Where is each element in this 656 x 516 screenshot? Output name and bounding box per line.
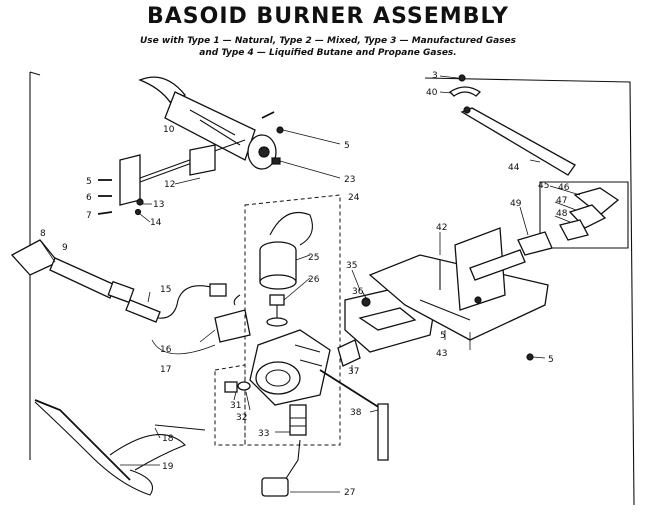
part-burner-tube-10 — [138, 76, 277, 170]
callout-32: 32 — [236, 413, 247, 423]
callout-9: 9 — [62, 243, 68, 253]
part-canister-25 — [259, 211, 313, 290]
part-screws-burner — [261, 111, 341, 179]
callout-36: 36 — [352, 287, 364, 297]
part-rod-38 — [319, 369, 389, 461]
callout-10: 10 — [163, 125, 175, 135]
part-control-rod-9 — [10, 239, 135, 304]
callout-45: 45 — [538, 181, 549, 191]
callout-labels: 3 40 5 10 23 12 5 6 13 7 14 8 9 24 25 26… — [40, 71, 570, 498]
callout-5c: 5 — [440, 331, 446, 341]
callout-40: 40 — [426, 88, 438, 98]
callout-43: 43 — [436, 349, 447, 359]
callout-25: 25 — [308, 253, 319, 263]
callout-6: 6 — [86, 193, 92, 203]
part-connecting-pipe — [469, 249, 526, 281]
diagram-subtitle-line1: Use with Type 1 — Natural, Type 2 — Mixe… — [139, 36, 516, 46]
callout-17: 17 — [160, 365, 171, 375]
part-valve-body — [249, 329, 331, 406]
callout-14: 14 — [150, 218, 162, 228]
callout-3: 3 — [432, 71, 438, 81]
part-clip-40 — [439, 74, 482, 97]
callout-18: 18 — [162, 434, 174, 444]
callout-5d: 5 — [548, 355, 554, 365]
callout-8: 8 — [40, 229, 46, 239]
part-enclosure-24 — [214, 194, 341, 446]
callout-16: 16 — [160, 345, 172, 355]
callout-5b: 5 — [86, 177, 92, 187]
callout-12: 12 — [164, 180, 175, 190]
callout-24: 24 — [348, 193, 360, 203]
callout-48: 48 — [556, 209, 568, 219]
diagram-subtitle-line2: and Type 4 — Liquified Butane and Propan… — [199, 48, 457, 58]
part-elbow-37 — [337, 339, 361, 372]
callout-44: 44 — [508, 163, 520, 173]
callout-46: 46 — [558, 183, 570, 193]
callout-19: 19 — [162, 462, 174, 472]
callout-26: 26 — [308, 275, 320, 285]
part-thermocouple-19 — [34, 399, 206, 496]
part-thermocouple-lead-27 — [261, 439, 340, 497]
callout-15: 15 — [160, 285, 171, 295]
callout-47: 47 — [556, 196, 567, 206]
part-fitting-26 — [266, 277, 311, 327]
callout-37: 37 — [348, 367, 359, 377]
part-plug-33 — [275, 404, 307, 436]
callout-35: 35 — [346, 261, 357, 271]
callout-42: 42 — [436, 223, 447, 233]
diagram-title: BASOID BURNER ASSEMBLY — [146, 4, 509, 29]
callout-33: 33 — [258, 429, 269, 439]
part-bracket-12 — [119, 139, 246, 206]
callout-7: 7 — [86, 211, 92, 221]
part-small-screws-left — [97, 179, 152, 223]
callout-13: 13 — [153, 200, 164, 210]
callout-27: 27 — [344, 488, 355, 498]
part-pilot-tubing-17 — [125, 283, 227, 323]
callout-38: 38 — [350, 408, 362, 418]
callout-23: 23 — [344, 175, 355, 185]
part-burner-tube-44 — [460, 106, 576, 176]
part-screw-plate-5 — [444, 330, 546, 361]
part-fittings-31-32 — [224, 381, 251, 411]
callout-49: 49 — [510, 199, 522, 209]
callout-5: 5 — [344, 141, 350, 151]
callout-31: 31 — [230, 401, 241, 411]
part-pilot-16 — [151, 294, 251, 355]
part-valve-group-45 — [517, 181, 629, 256]
